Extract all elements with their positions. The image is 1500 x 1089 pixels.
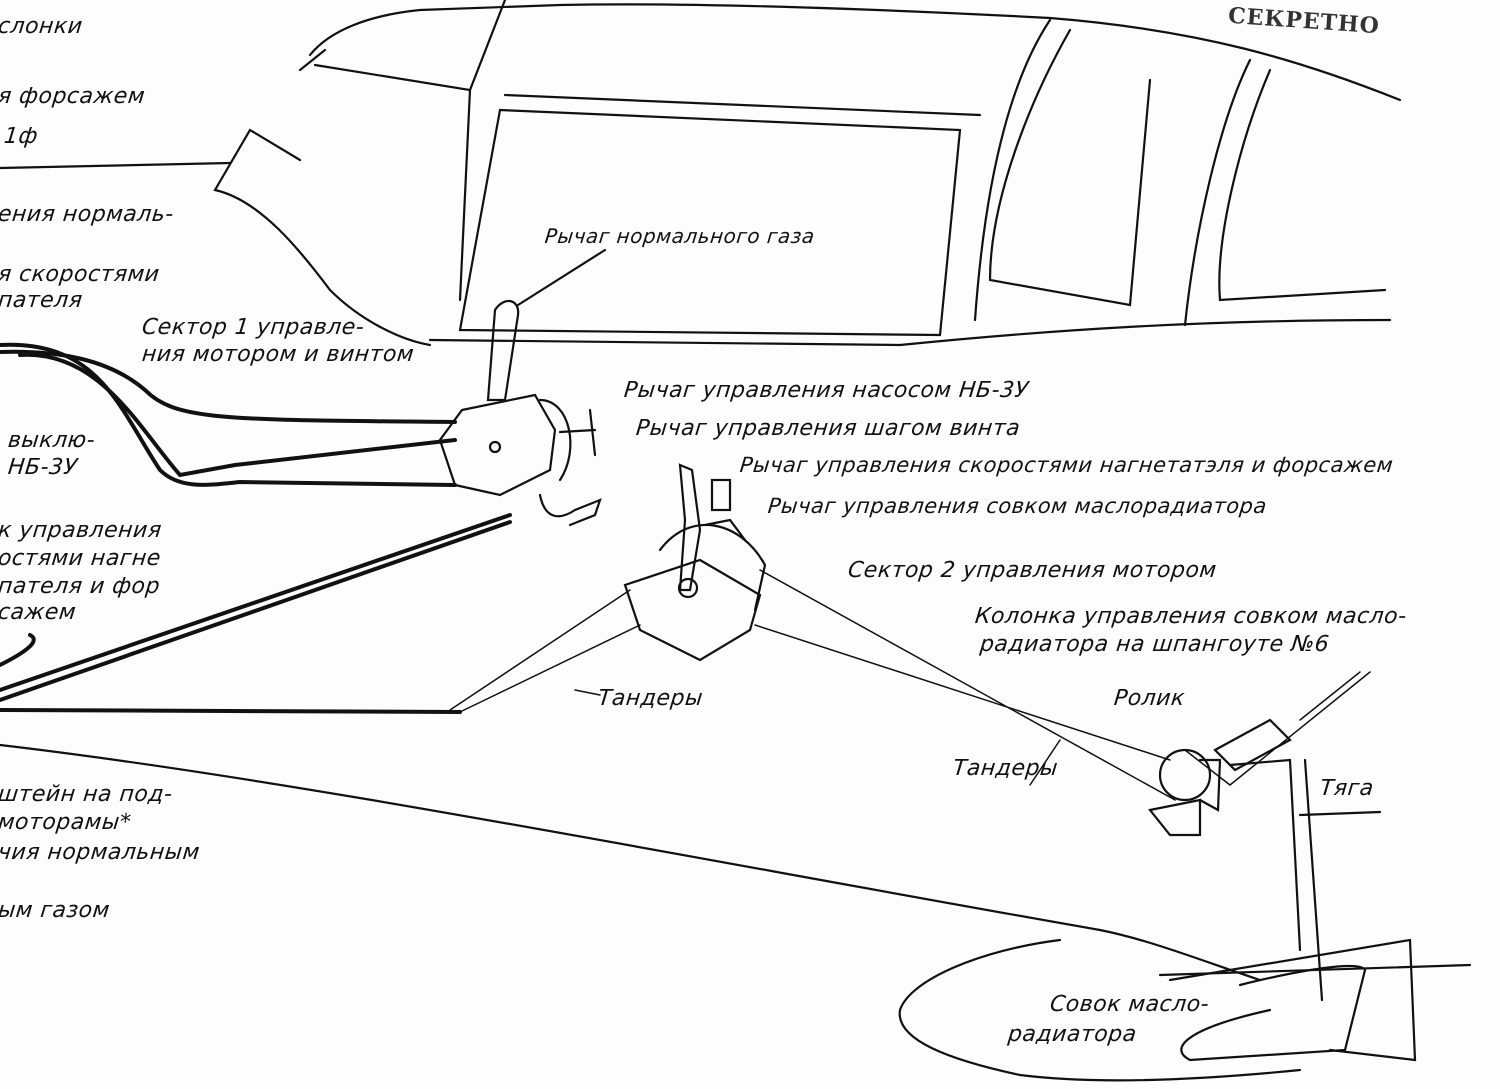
left-note: я скоростями — [0, 262, 161, 287]
label-scoop-lever: Рычаг управления совком маслорадиатора — [766, 494, 1269, 518]
left-note: 1ф — [2, 124, 40, 149]
cable-bundles — [0, 342, 512, 714]
left-note: сажем — [0, 600, 78, 625]
left-note: штейн на под- — [0, 782, 174, 807]
fuselage-outline — [0, 743, 1472, 1082]
label-supercharger-lever: Рычаг управления скоростями нагнетатэля … — [738, 453, 1395, 477]
left-note: остями нагне — [0, 546, 163, 571]
label-scoop-line1: Совок масло- — [1048, 992, 1211, 1017]
label-roller: Ролик — [1112, 686, 1187, 711]
label-rod: Тяга — [1318, 776, 1376, 801]
scoop-column-mechanism — [1148, 718, 1382, 1002]
sector-1-mechanism — [438, 248, 607, 527]
label-sector-2: Сектор 2 управления мотором — [846, 558, 1218, 583]
control-cables — [449, 569, 1371, 801]
label-turnbuckles-2: Тандеры — [951, 756, 1060, 781]
left-note: я форсажем — [0, 84, 147, 109]
label-sector-1-line2: ния мотором и винтом — [140, 342, 416, 367]
left-note: НБ-3У — [6, 455, 79, 480]
label-turnbuckles-1: Тандеры — [596, 686, 705, 711]
sector-2-mechanism — [623, 463, 767, 662]
label-sector-1-line1: Сектор 1 управле- — [140, 315, 366, 340]
label-pitch-lever: Рычаг управления шагом винта — [634, 416, 1022, 441]
label-column-line1: Колонка управления совком масло- — [973, 604, 1408, 629]
label-normal-gas-lever: Рычаг нормального газа — [543, 224, 817, 248]
canopy-outline — [0, 0, 1402, 347]
left-note: выклю- — [6, 428, 97, 453]
label-pump-lever: Рычаг управления насосом НБ-3У — [622, 378, 1030, 403]
left-note: к управления — [0, 518, 163, 543]
left-note: чия нормальным — [0, 840, 202, 865]
left-note: ым газом — [0, 898, 112, 923]
left-note: пателя и фор — [0, 574, 162, 599]
left-note: моторамы* — [0, 810, 133, 835]
label-scoop-line2: радиатора — [1006, 1022, 1138, 1047]
left-note: пателя — [0, 288, 84, 313]
left-note: ения нормаль- — [0, 202, 176, 227]
left-note: слонки — [0, 14, 84, 39]
label-column-line2: радиатора на шпангоуте №6 — [978, 632, 1331, 657]
